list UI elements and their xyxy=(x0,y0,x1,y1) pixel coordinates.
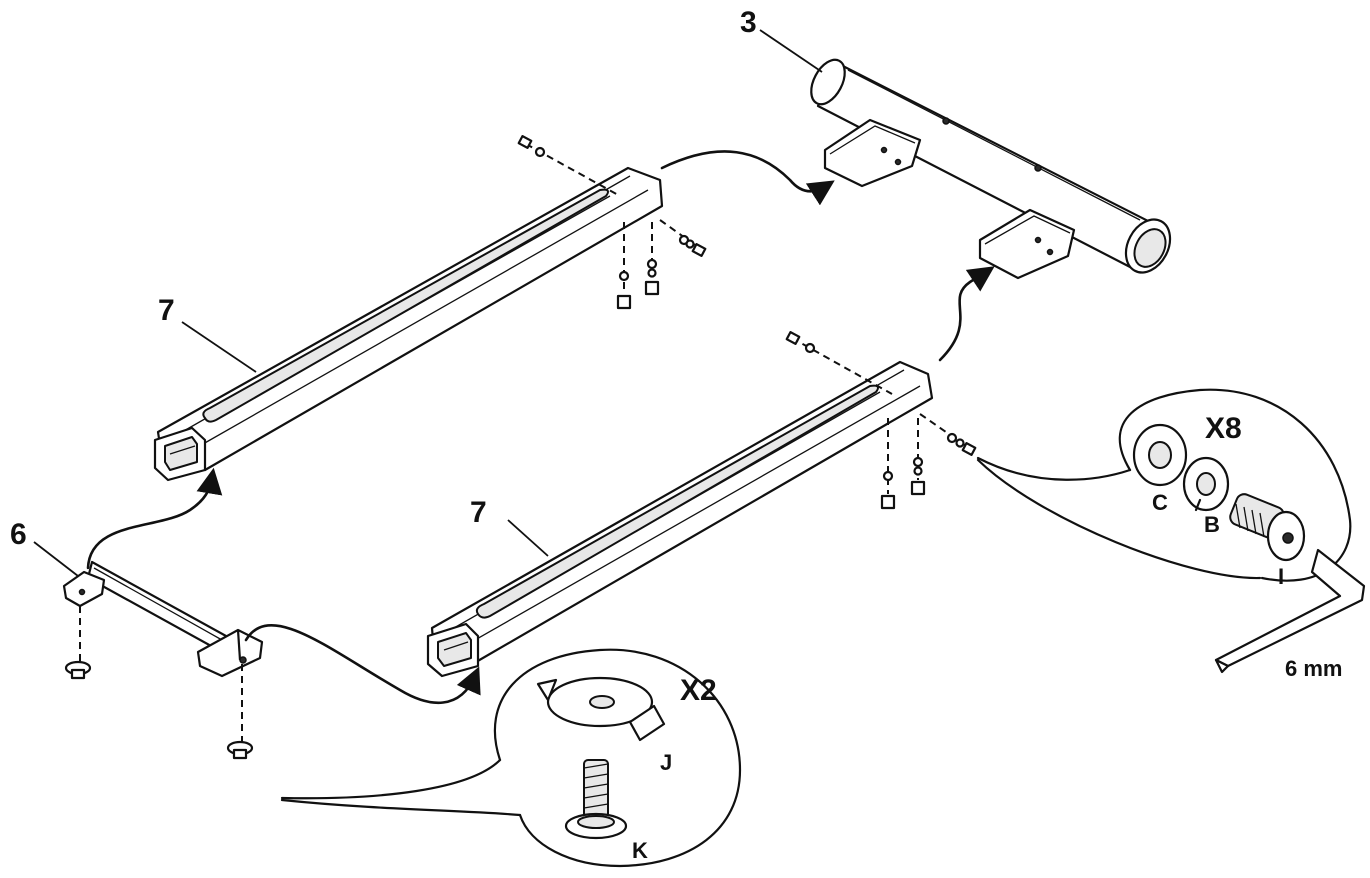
leader-part-6 xyxy=(33,541,79,577)
label-part-7-lower: 7 xyxy=(470,496,487,529)
label-part-6: 6 xyxy=(10,518,27,551)
label-item-i: I xyxy=(1278,564,1284,589)
label-qty-x2: X2 xyxy=(680,674,717,707)
label-qty-x8: X8 xyxy=(1205,412,1242,445)
label-item-j: J xyxy=(660,750,672,775)
tee-nut-j xyxy=(536,676,666,742)
label-part-7-upper: 7 xyxy=(158,294,175,327)
hex-key-tool xyxy=(1214,548,1366,674)
bolt-i xyxy=(1229,493,1306,562)
rear-crossbar-part-3 xyxy=(810,58,1172,280)
washer-c xyxy=(1132,423,1188,487)
label-part-3: 3 xyxy=(740,6,757,39)
leader-part-7-upper xyxy=(181,321,257,373)
label-item-c: C xyxy=(1152,490,1168,515)
side-rail-upper-part-7 xyxy=(153,166,664,482)
front-crossbar-part-6 xyxy=(62,560,264,760)
leader-part-7-lower xyxy=(507,519,549,557)
label-item-k: K xyxy=(632,838,648,863)
lower-rail-hardware xyxy=(785,331,977,510)
side-rail-lower-part-7 xyxy=(426,360,934,678)
upper-rail-hardware xyxy=(517,135,707,310)
label-item-b: B xyxy=(1204,512,1220,537)
hardware-callout-x8: X8 C B I 6 mm xyxy=(976,388,1366,681)
hardware-callout-x2: X2 J K xyxy=(280,648,742,868)
glide-k xyxy=(564,759,628,840)
assembly-arrows xyxy=(86,150,995,705)
leader-part-3 xyxy=(759,29,823,73)
split-washer-b xyxy=(1182,456,1230,512)
label-tool-size: 6 mm xyxy=(1285,656,1342,681)
